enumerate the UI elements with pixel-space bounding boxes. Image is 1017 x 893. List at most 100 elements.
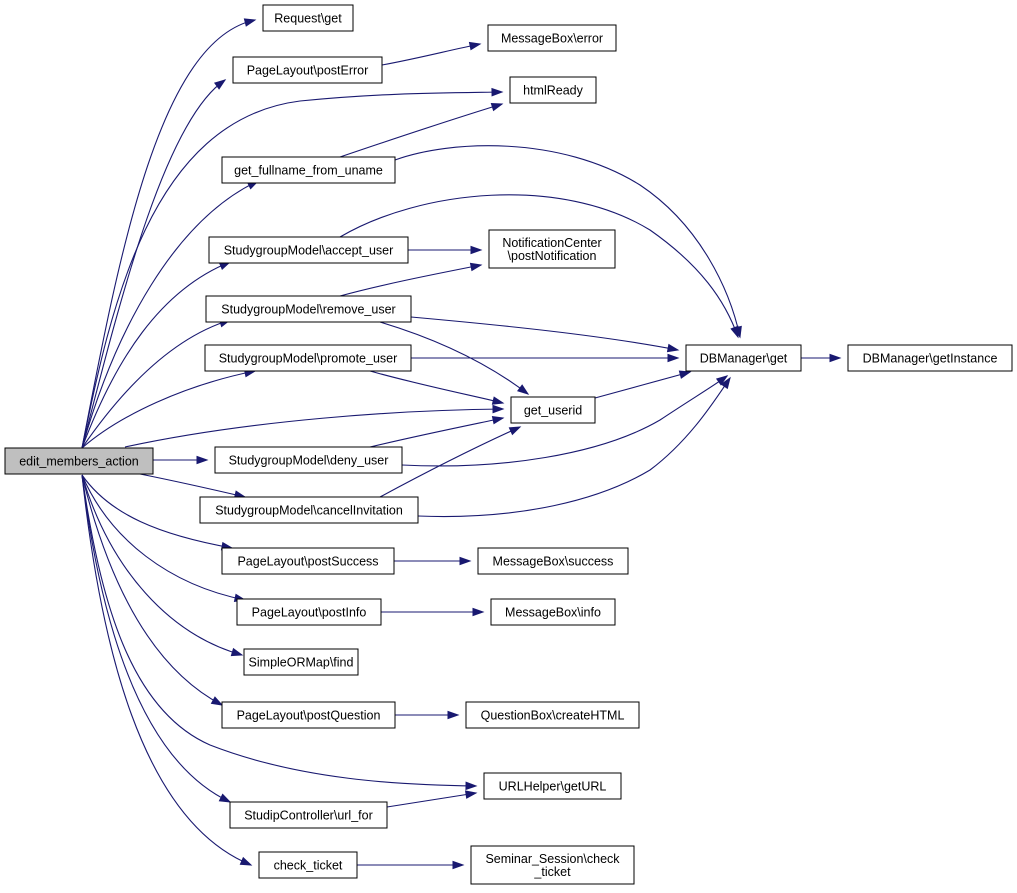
node-box[interactable] — [199, 496, 419, 524]
node-mb-success[interactable]: MessageBox\success — [477, 547, 629, 575]
node-box[interactable] — [262, 4, 354, 32]
node-fullname[interactable]: get_fullname_from_uname — [221, 156, 396, 184]
edge-arrowhead — [666, 343, 680, 353]
edge-arrowhead — [491, 87, 504, 97]
edge-line — [339, 194, 739, 338]
node-label: StudygroupModel\promote_user — [219, 352, 398, 366]
node-mb-info[interactable]: MessageBox\info — [490, 598, 616, 626]
node-box[interactable] — [221, 547, 395, 575]
edge-line — [81, 474, 223, 706]
node-dbget[interactable]: DBManager\get — [685, 344, 802, 372]
node-label: StudygroupModel\accept_user — [224, 244, 394, 258]
node-accept[interactable]: StudygroupModel\accept_user — [208, 236, 409, 264]
edge-root-to-deny — [153, 455, 209, 465]
node-promote[interactable]: StudygroupModel\promote_user — [204, 344, 412, 372]
edge-check_ticket-to-sess_ticket — [357, 860, 465, 870]
node-box[interactable] — [229, 801, 388, 829]
node-pl-info[interactable]: PageLayout\postInfo — [236, 598, 382, 626]
node-label: URLHelper\getURL — [499, 780, 607, 794]
node-box[interactable] — [204, 344, 412, 372]
node-label: Request\get — [274, 12, 342, 26]
edge-arrowhead — [468, 41, 482, 51]
edge-line — [381, 43, 481, 66]
edge-arrowhead — [491, 396, 505, 405]
node-dbinst[interactable]: DBManager\getInstance — [847, 344, 1013, 372]
edge-arrowhead — [491, 415, 505, 425]
node-request-get[interactable]: Request\get — [262, 4, 354, 32]
node-box[interactable] — [243, 648, 359, 676]
edge-accept-to-dbget — [339, 194, 739, 339]
call-edges — [81, 18, 842, 870]
edge-line — [81, 474, 477, 787]
node-pl-question[interactable]: PageLayout\postQuestion — [221, 701, 396, 729]
node-sess-ticket[interactable]: Seminar_Session\check_ticket — [470, 845, 635, 885]
node-box[interactable] — [258, 851, 358, 879]
node-check-ticket[interactable]: check_ticket — [258, 851, 358, 879]
node-pl-success[interactable]: PageLayout\postSuccess — [221, 547, 395, 575]
edge-arrowhead — [720, 376, 731, 390]
node-root[interactable]: edit_members_action — [4, 447, 154, 475]
node-box[interactable] — [509, 76, 597, 104]
node-orm-find[interactable]: SimpleORMap\find — [243, 648, 359, 676]
edge-promote-to-dbget — [411, 353, 680, 363]
node-label: SimpleORMap\find — [249, 656, 354, 670]
node-box[interactable] — [483, 772, 622, 800]
node-label: \postNotification — [508, 249, 597, 263]
node-box[interactable] — [477, 547, 629, 575]
node-htmlready[interactable]: htmlReady — [509, 76, 597, 104]
edge-arrowhead — [196, 455, 209, 465]
edge-line — [379, 426, 521, 498]
node-label: MessageBox\error — [501, 32, 603, 46]
edge-arrowhead — [239, 856, 253, 866]
edge-root-to-pl_info — [81, 474, 247, 603]
node-box[interactable] — [847, 344, 1013, 372]
node-notif[interactable]: NotificationCenter\postNotification — [488, 229, 616, 269]
node-box[interactable] — [236, 598, 382, 626]
node-urlhelper[interactable]: URLHelper\getURL — [483, 772, 622, 800]
edge-line — [81, 474, 231, 803]
node-box[interactable] — [488, 229, 616, 269]
edge-deny-to-userid — [369, 415, 505, 448]
node-label: _ticket — [533, 865, 571, 879]
edge-root-to-urlhelper — [81, 474, 478, 791]
node-deny[interactable]: StudygroupModel\deny_user — [214, 446, 403, 474]
edge-arrowhead — [243, 18, 257, 27]
edge-line — [369, 370, 504, 404]
node-urlfor[interactable]: StudipController\url_for — [229, 801, 388, 829]
edge-line — [81, 261, 231, 449]
edge-arrowhead — [508, 426, 522, 436]
node-box[interactable] — [465, 701, 640, 729]
node-box[interactable] — [221, 701, 396, 729]
edge-root-to-userid — [124, 404, 505, 448]
node-label: DBManager\get — [700, 352, 788, 366]
edge-root-to-check_ticket — [81, 474, 253, 866]
edge-arrowhead — [464, 790, 478, 799]
node-box[interactable] — [470, 845, 635, 885]
edge-arrowhead — [490, 102, 504, 112]
node-box[interactable] — [685, 344, 802, 372]
edge-deny-to-dbget — [401, 375, 729, 467]
edge-arrowhead — [218, 793, 232, 803]
node-box[interactable] — [4, 447, 154, 475]
node-cancel[interactable]: StudygroupModel\cancelInvitation — [199, 496, 419, 524]
edge-line — [81, 91, 503, 449]
node-box[interactable] — [487, 24, 617, 52]
node-box[interactable] — [208, 236, 409, 264]
node-pl-error[interactable]: PageLayout\postError — [232, 56, 383, 84]
node-label: PageLayout\postSuccess — [237, 555, 378, 569]
node-label: DBManager\getInstance — [863, 352, 998, 366]
node-qb-html[interactable]: QuestionBox\createHTML — [465, 701, 640, 729]
node-box[interactable] — [510, 396, 596, 424]
node-remove[interactable]: StudygroupModel\remove_user — [205, 295, 412, 323]
node-box[interactable] — [232, 56, 383, 84]
node-box[interactable] — [490, 598, 616, 626]
edge-root-to-promote — [81, 368, 257, 449]
node-box[interactable] — [205, 295, 412, 323]
edge-root-to-pl_error — [81, 79, 227, 449]
node-label: PageLayout\postQuestion — [237, 709, 381, 723]
node-box[interactable] — [221, 156, 396, 184]
node-mb-error[interactable]: MessageBox\error — [487, 24, 617, 52]
node-box[interactable] — [214, 446, 403, 474]
edge-arrowhead — [469, 262, 483, 272]
node-userid[interactable]: get_userid — [510, 396, 596, 424]
